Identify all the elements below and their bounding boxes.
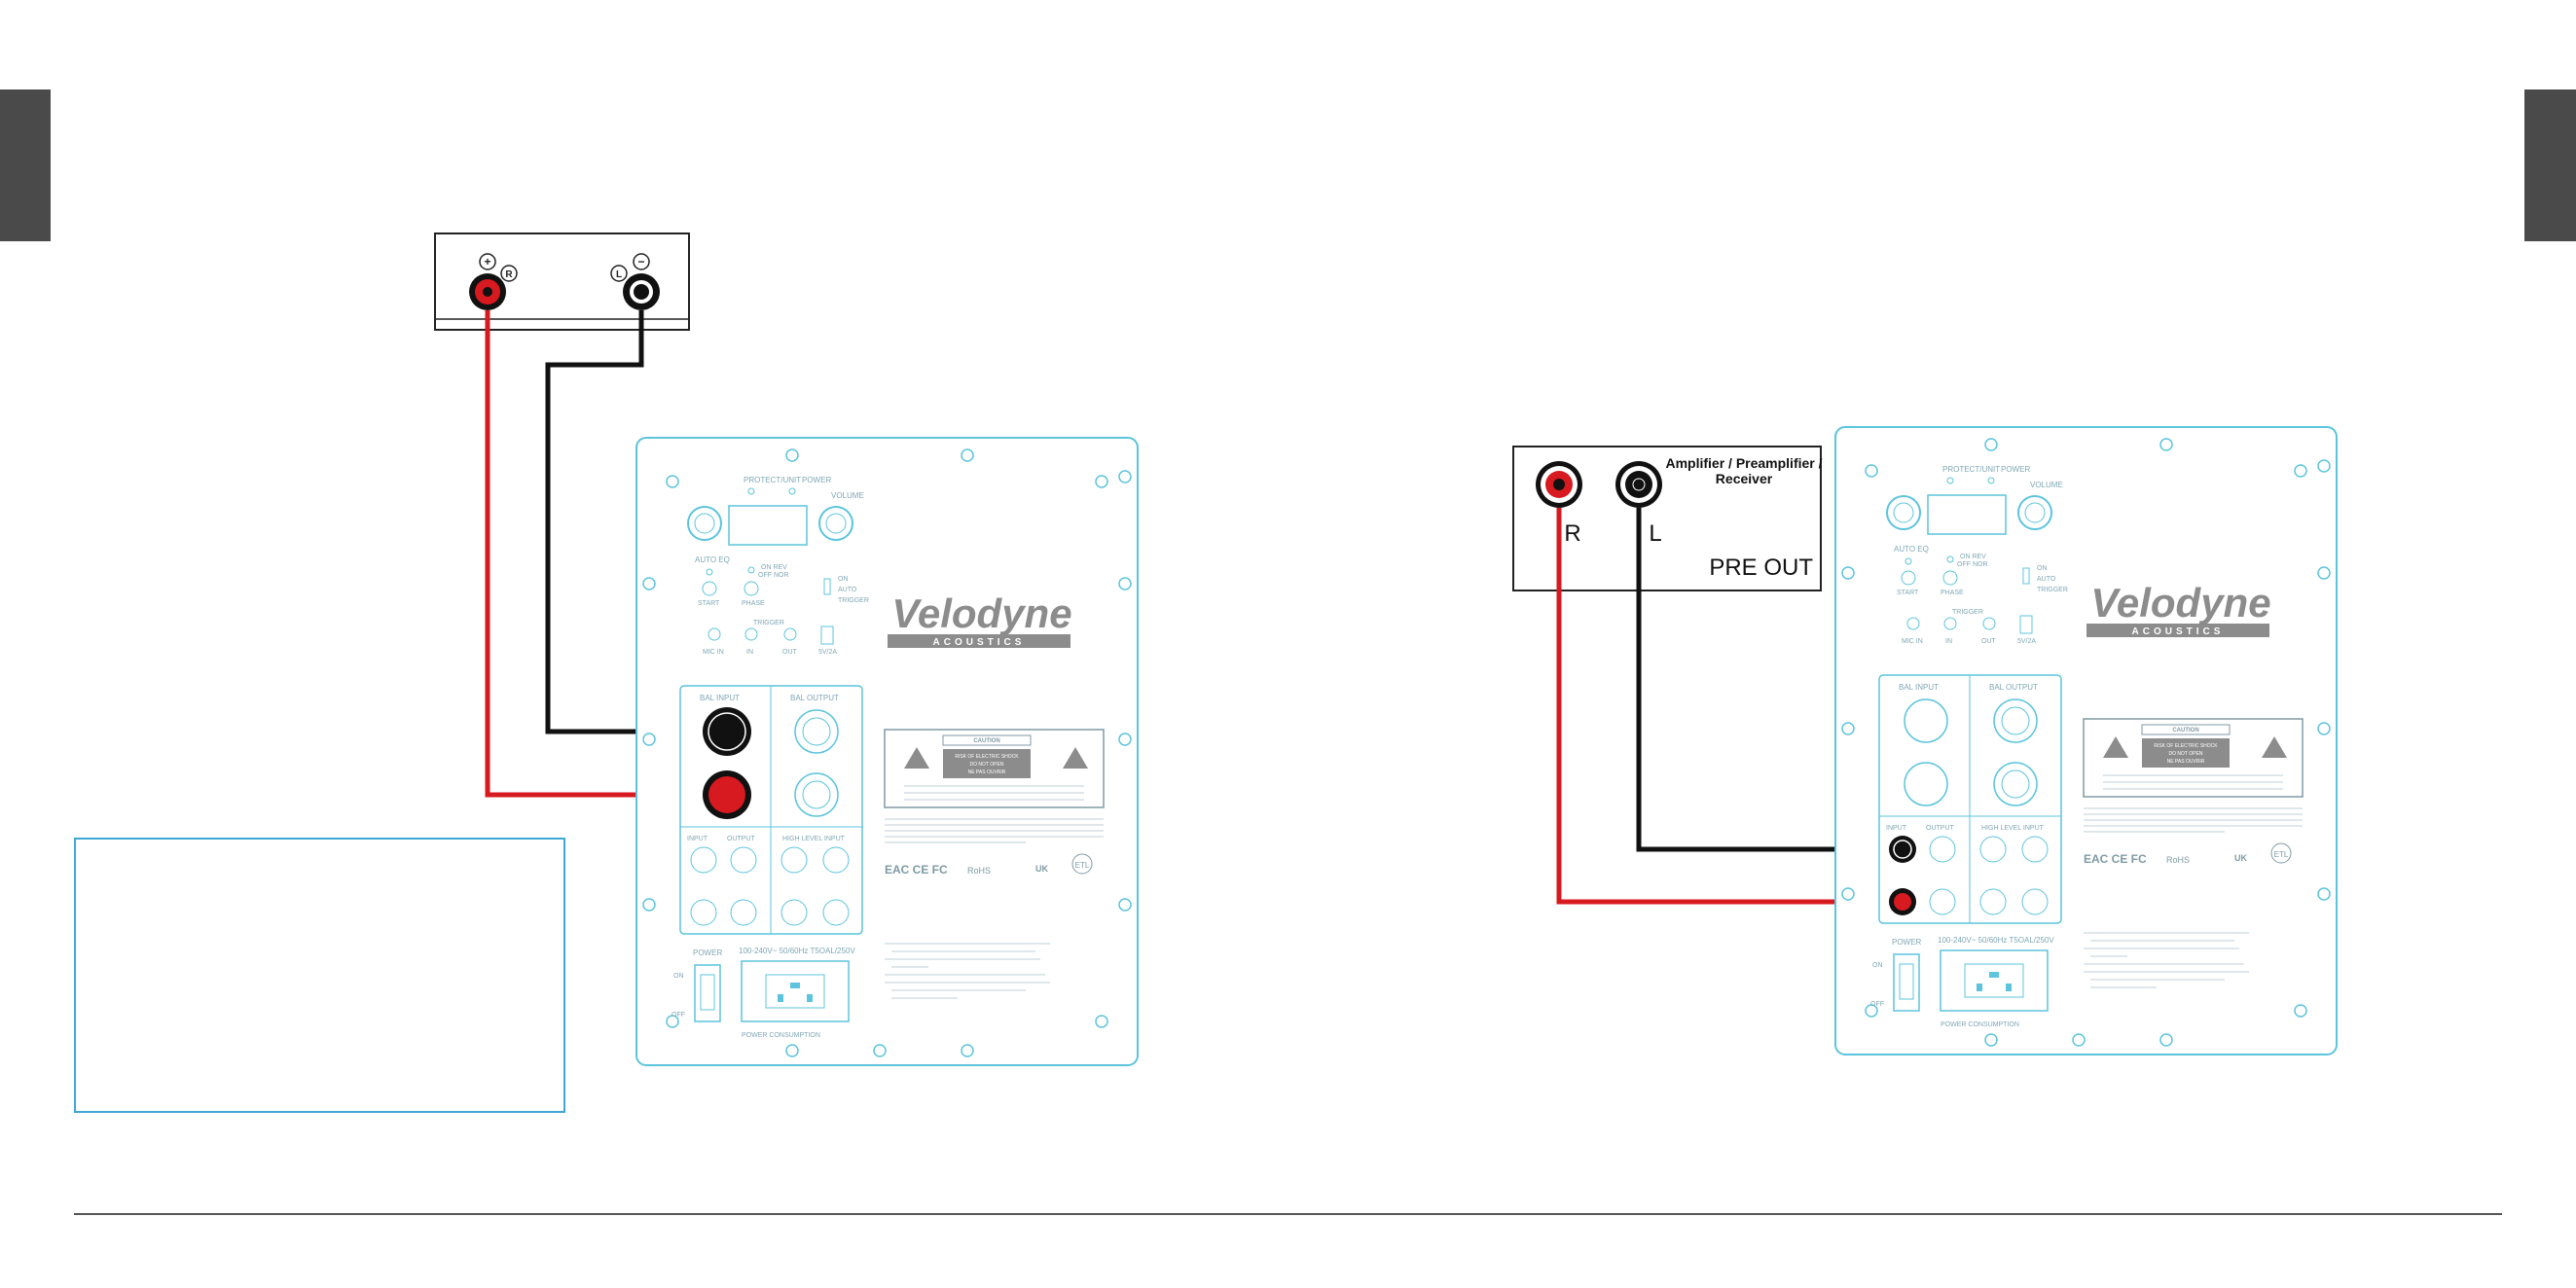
plus-symbol-icon: + xyxy=(479,253,496,270)
right-amplifier-panel xyxy=(1834,426,2338,1055)
r-badge-label: R xyxy=(505,269,513,280)
plus-symbol: + xyxy=(484,255,490,268)
bottom-rule xyxy=(74,1213,2502,1215)
minus-symbol: − xyxy=(637,255,644,268)
right-connection-diagram: Amplifier / Preamplifier / Receiver R L … xyxy=(1512,426,2338,1055)
right-edge-tab xyxy=(2524,89,2576,241)
left-red-cable xyxy=(485,310,701,798)
right-red-jack xyxy=(1536,461,1582,508)
right-red-cable xyxy=(1556,508,1903,905)
source-title-line1: Amplifier / Preamplifier / xyxy=(1665,455,1822,471)
r-badge: R xyxy=(500,265,518,282)
left-connection-diagram: + R − L xyxy=(434,233,1139,1066)
right-l-label: L xyxy=(1649,520,1661,547)
left-bal-input-red-connector xyxy=(703,770,751,819)
left-amplifier-panel xyxy=(635,437,1139,1066)
l-badge: L xyxy=(610,265,628,282)
right-r-label: R xyxy=(1564,520,1580,547)
source-title-line2: Receiver xyxy=(1716,471,1773,486)
right-black-cable xyxy=(1636,508,1903,852)
right-input-black-connector xyxy=(1889,836,1916,863)
right-input-red-connector xyxy=(1889,888,1916,915)
left-bal-input-black-connector xyxy=(703,707,751,756)
right-black-jack xyxy=(1615,461,1662,508)
left-source-box: + R − L xyxy=(434,233,690,331)
left-edge-tab xyxy=(0,89,51,241)
empty-note-box xyxy=(74,838,565,1113)
minus-symbol-icon: − xyxy=(633,253,650,270)
left-red-jack xyxy=(469,273,506,310)
l-badge-label: L xyxy=(616,269,622,280)
left-black-cable xyxy=(545,310,701,734)
right-source-box: Amplifier / Preamplifier / Receiver R L … xyxy=(1512,446,1823,591)
left-black-jack xyxy=(623,273,660,310)
pre-out-label: PRE OUT xyxy=(1709,555,1813,581)
